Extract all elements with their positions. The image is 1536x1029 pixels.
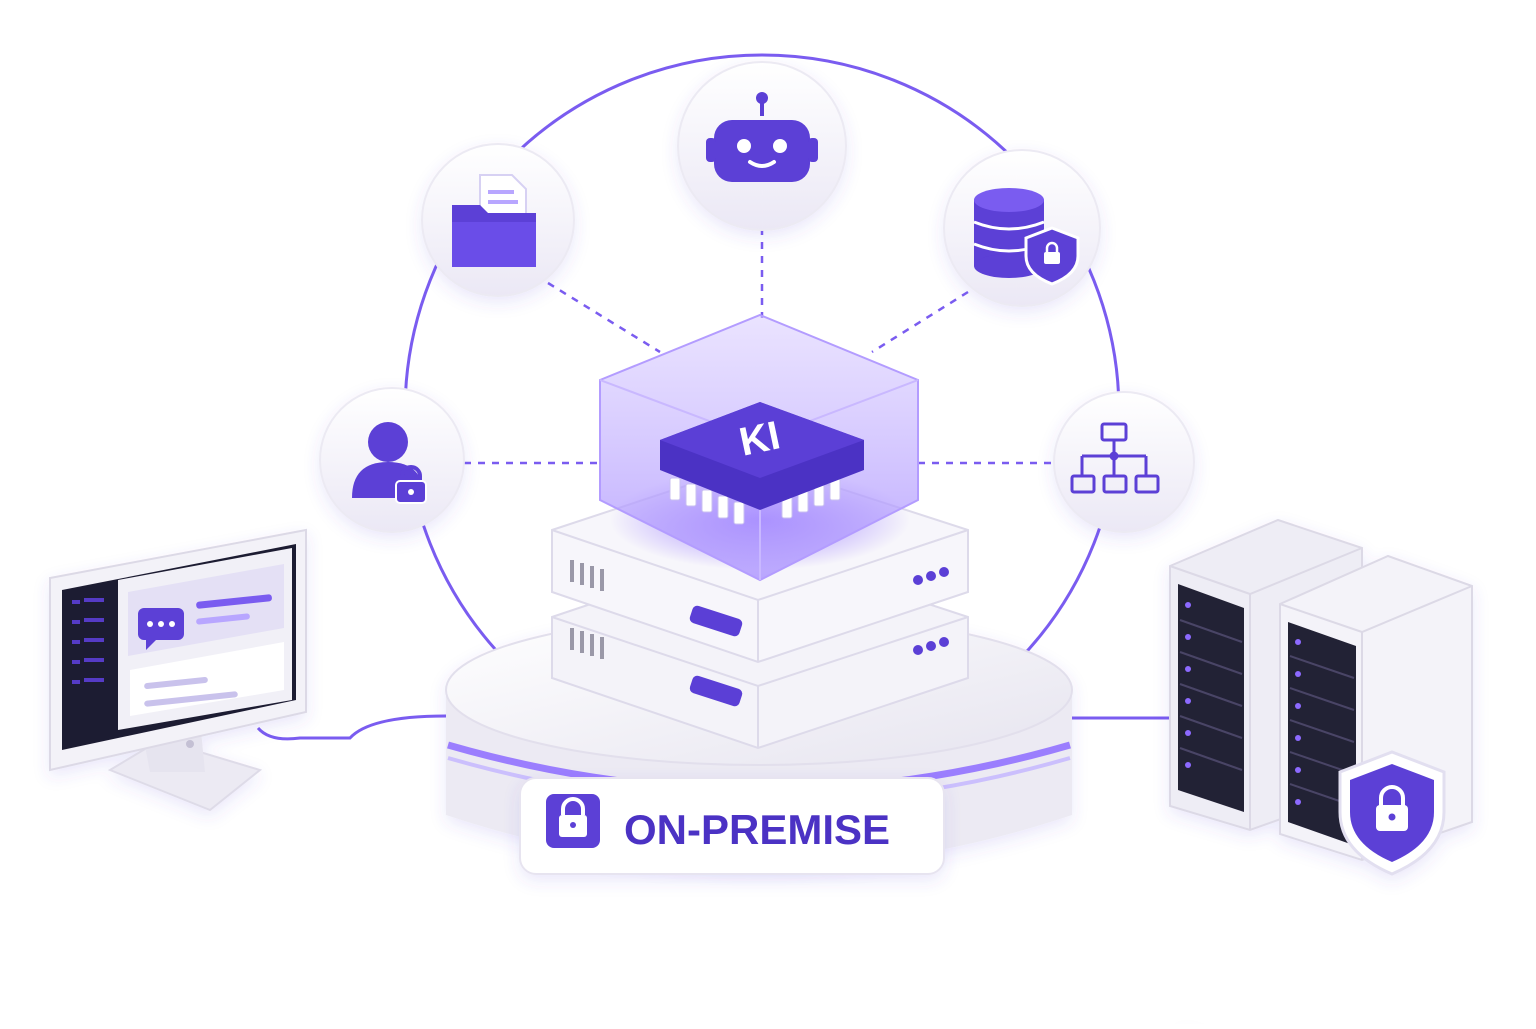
ki-chip-label: KI [736,413,784,464]
security-shield-icon [1338,750,1446,876]
satellite-robot [677,61,847,231]
on-premise-label: ON-PREMISE [624,806,890,853]
satellite-folder [421,143,575,297]
desktop-monitor [49,528,307,812]
robot-icon [706,92,818,182]
server-racks [1169,518,1473,1029]
folder-document-icon [452,174,536,267]
user-lock-icon [352,422,427,504]
satellite-database [943,149,1101,307]
satellite-user [319,387,465,533]
hierarchy-network-icon [1070,422,1160,494]
database-shield-icon [973,188,1080,286]
dashed-connectors [464,228,1058,465]
device-cables [256,714,1170,741]
chat-bubble-icon [138,608,184,650]
ki-chip: KI [660,402,864,525]
padlock-icon [559,797,587,837]
on-premise-badge: ON-PREMISE [519,777,945,875]
satellite-hierarchy [1053,391,1195,533]
